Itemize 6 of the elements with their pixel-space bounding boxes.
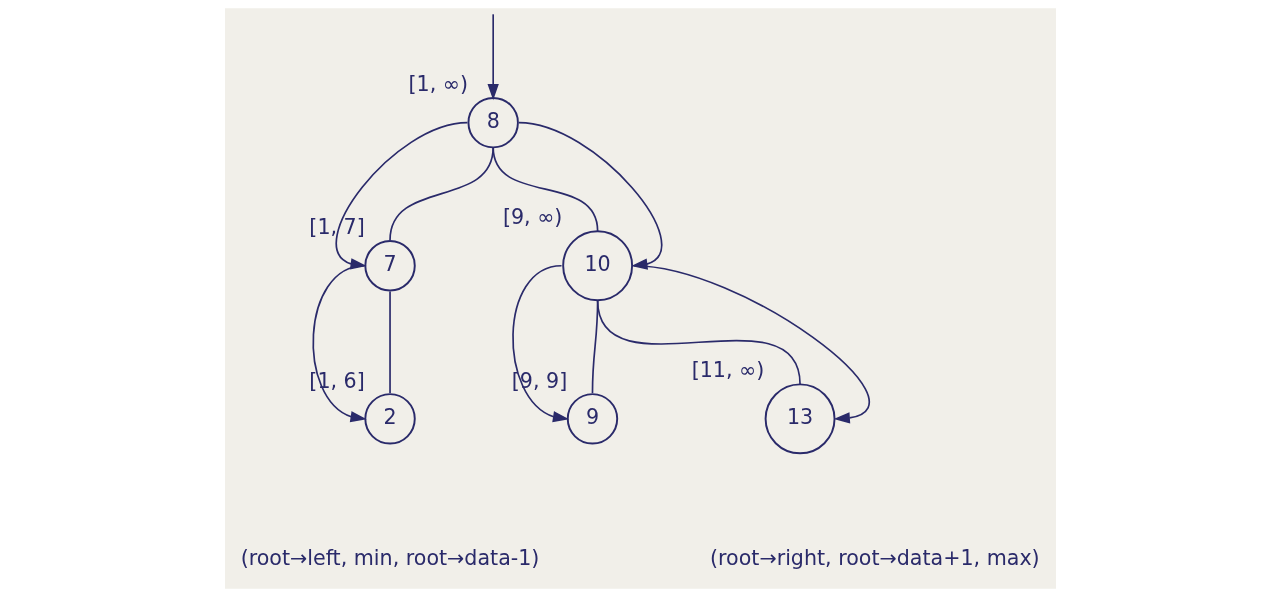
node-label: [1, ∞) [408, 72, 468, 97]
label: (root→right, root→data+1, max) [709, 546, 1040, 571]
label: (root→left, min, root→data-1) [240, 546, 539, 571]
node-label: [11, ∞) [691, 358, 764, 383]
node-label: [1, 7] [308, 215, 365, 240]
node-label: [9, ∞) [502, 205, 562, 230]
